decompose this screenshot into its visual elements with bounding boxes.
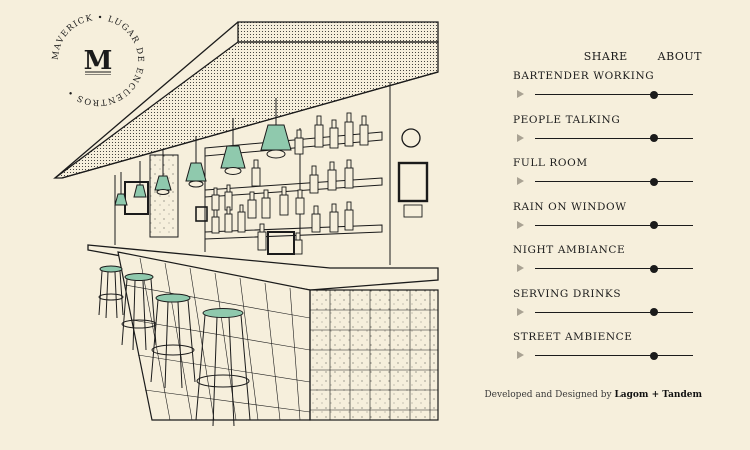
- share-link[interactable]: SHARE: [583, 50, 628, 63]
- track-controls: [513, 259, 693, 279]
- track-controls: [513, 216, 693, 236]
- volume-slider[interactable]: [535, 307, 693, 318]
- track-night-ambiance: NIGHT AMBIANCE: [513, 243, 693, 287]
- track-street-ambience: STREET AMBIENCE: [513, 330, 693, 374]
- track-controls: [513, 346, 693, 366]
- maverick-logo[interactable]: MAVERICK • LUGAR DE ENCUENTROS • M: [48, 10, 148, 110]
- track-people-talking: PEOPLE TALKING: [513, 113, 693, 157]
- slider-rail: [535, 94, 693, 96]
- play-icon[interactable]: [517, 264, 524, 272]
- volume-slider[interactable]: [535, 263, 693, 274]
- play-icon[interactable]: [517, 177, 524, 185]
- back-wall: [114, 82, 391, 265]
- track-full-room: FULL ROOM: [513, 156, 693, 200]
- about-link[interactable]: ABOUT: [657, 50, 702, 63]
- volume-slider[interactable]: [535, 176, 693, 187]
- play-icon[interactable]: [517, 133, 524, 142]
- volume-slider[interactable]: [535, 133, 693, 144]
- track-controls: [513, 172, 693, 192]
- slider-knob[interactable]: [649, 134, 658, 142]
- bottles: [211, 112, 369, 255]
- track-controls: [513, 303, 693, 323]
- track-title: RAIN ON WINDOW: [513, 200, 627, 213]
- slider-rail: [535, 355, 693, 357]
- bar-counter: [87, 244, 439, 421]
- volume-slider[interactable]: [535, 89, 693, 100]
- track-controls: [513, 129, 693, 149]
- play-icon[interactable]: [517, 351, 524, 359]
- track-title: PEOPLE TALKING: [513, 113, 621, 126]
- slider-rail: [535, 137, 693, 139]
- slider-knob[interactable]: [649, 221, 658, 229]
- sound-mixer: BARTENDER WORKING PEOPLE TALKING FULL ROOM…: [513, 69, 693, 374]
- logo-monogram: M: [84, 46, 113, 76]
- credit-prefix: Developed and Designed by: [484, 390, 612, 400]
- track-title: NIGHT AMBIANCE: [513, 244, 626, 256]
- footer-credit: Developed and Designed by Lagom + Tandem: [484, 390, 702, 400]
- play-icon[interactable]: [517, 307, 524, 316]
- track-controls: [513, 85, 693, 105]
- volume-slider[interactable]: [535, 220, 693, 231]
- track-title: BARTENDER WORKING: [513, 70, 655, 82]
- track-rain-on-window: RAIN ON WINDOW: [513, 200, 693, 244]
- slider-rail: [535, 268, 693, 270]
- ceiling: [53, 21, 439, 179]
- play-icon[interactable]: [517, 90, 524, 98]
- play-icon[interactable]: [517, 220, 524, 229]
- top-nav: SHARE ABOUT: [584, 50, 702, 63]
- pendant-lamps: [114, 98, 292, 206]
- slider-knob[interactable]: [649, 90, 658, 99]
- slider-rail: [535, 311, 693, 313]
- bar-stools: [98, 265, 251, 427]
- slider-rail: [535, 181, 693, 183]
- slider-knob[interactable]: [649, 177, 658, 186]
- bar-illustration: [53, 21, 439, 427]
- volume-slider[interactable]: [535, 350, 693, 361]
- slider-rail: [535, 224, 693, 226]
- credit-studio-link[interactable]: Lagom + Tandem: [614, 390, 702, 400]
- track-title: SERVING DRINKS: [513, 287, 622, 300]
- track-serving-drinks: SERVING DRINKS: [513, 287, 693, 331]
- slider-knob[interactable]: [649, 351, 658, 360]
- track-title: FULL ROOM: [513, 157, 588, 169]
- slider-knob[interactable]: [649, 308, 658, 316]
- track-title: STREET AMBIENCE: [513, 331, 633, 343]
- slider-knob[interactable]: [649, 264, 658, 273]
- track-bartender-working: BARTENDER WORKING: [513, 69, 693, 113]
